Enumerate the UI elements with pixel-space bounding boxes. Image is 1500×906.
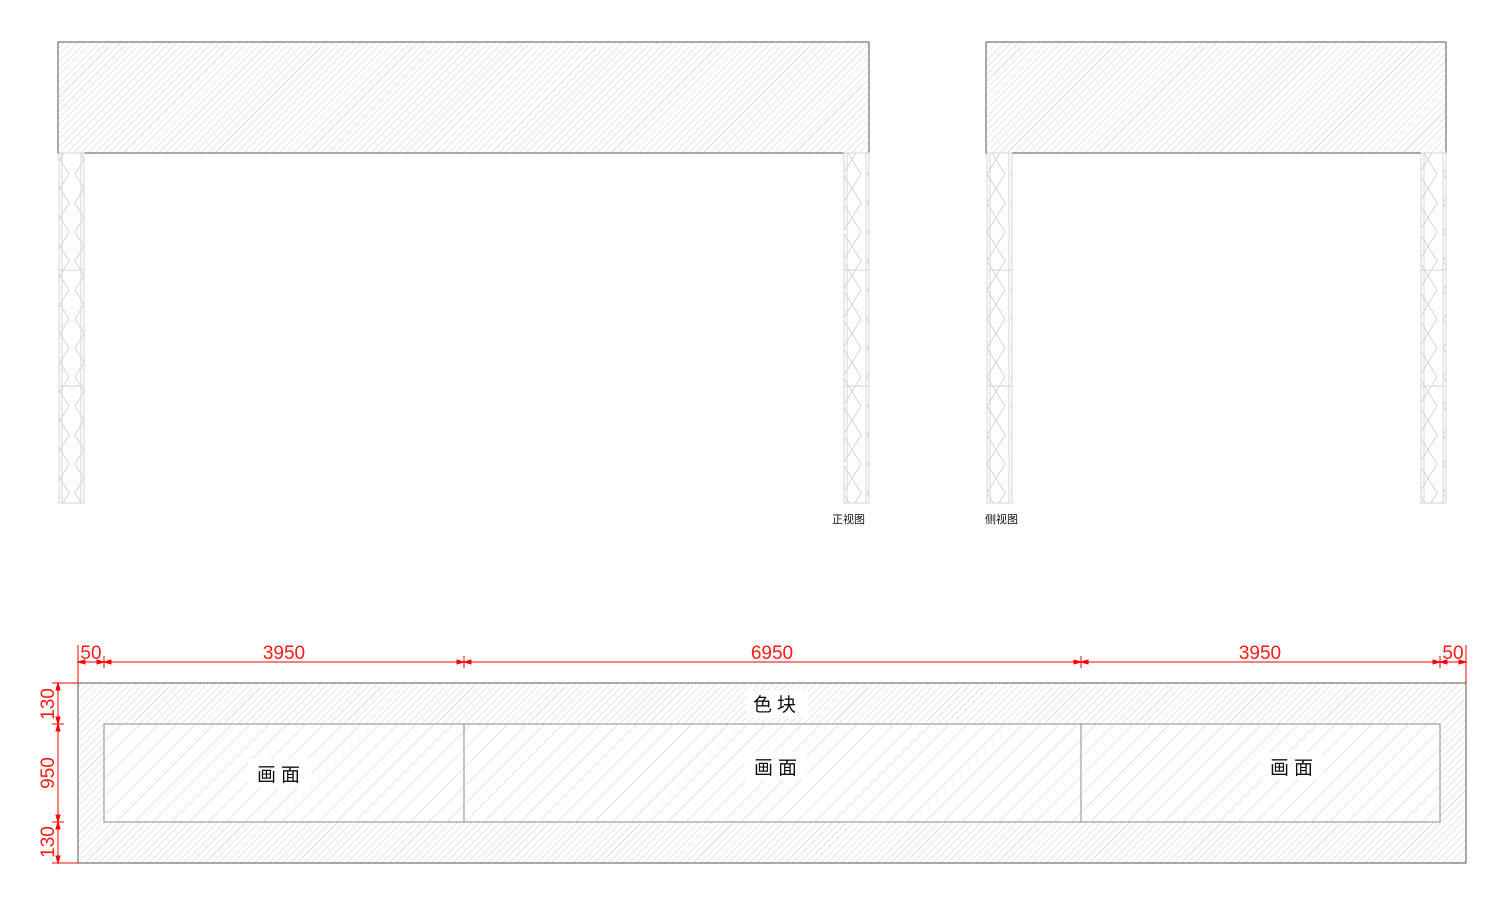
front-view-caption: 正视图 (832, 512, 865, 526)
side-view-caption: 侧视图 (985, 512, 1018, 526)
side-dimension-chain (52, 681, 78, 865)
dim-top-center-panel: 6950 (751, 643, 793, 664)
dim-side-top-margin: 130 (38, 688, 59, 720)
top-dimension-chain (76, 645, 1468, 683)
panel-center-label-group: 画面 (745, 752, 807, 780)
panel-right-label-group: 画面 (1261, 752, 1323, 780)
dim-top-left-panel: 3950 (263, 643, 305, 664)
dim-side-panel-height: 950 (38, 757, 59, 789)
front-view: 正视图 (57, 41, 870, 526)
panel-right-label: 画面 (1270, 757, 1318, 779)
dim-top-right-panel: 3950 (1239, 643, 1281, 664)
side-view: 侧视图 (985, 41, 1447, 526)
dim-top-right-margin: 50 (1442, 643, 1463, 664)
side-view-header-box (985, 41, 1447, 154)
front-view-right-truss (843, 152, 870, 504)
panel-left-label: 画面 (257, 764, 305, 786)
front-view-left-truss (58, 152, 85, 504)
dim-side-bottom-margin: 130 (38, 826, 59, 858)
dim-top-left-margin: 50 (80, 643, 101, 664)
color-block-label: 色块 (753, 694, 801, 716)
side-view-left-truss (986, 152, 1013, 504)
plan-view: 色块 画面 画面 画面 (38, 643, 1468, 865)
panel-center-label: 画面 (754, 757, 802, 779)
color-block-label-group: 色块 (746, 690, 808, 718)
front-view-header-box (57, 41, 870, 154)
panel-left-label-group: 画面 (248, 759, 311, 788)
side-view-right-truss (1420, 152, 1447, 504)
